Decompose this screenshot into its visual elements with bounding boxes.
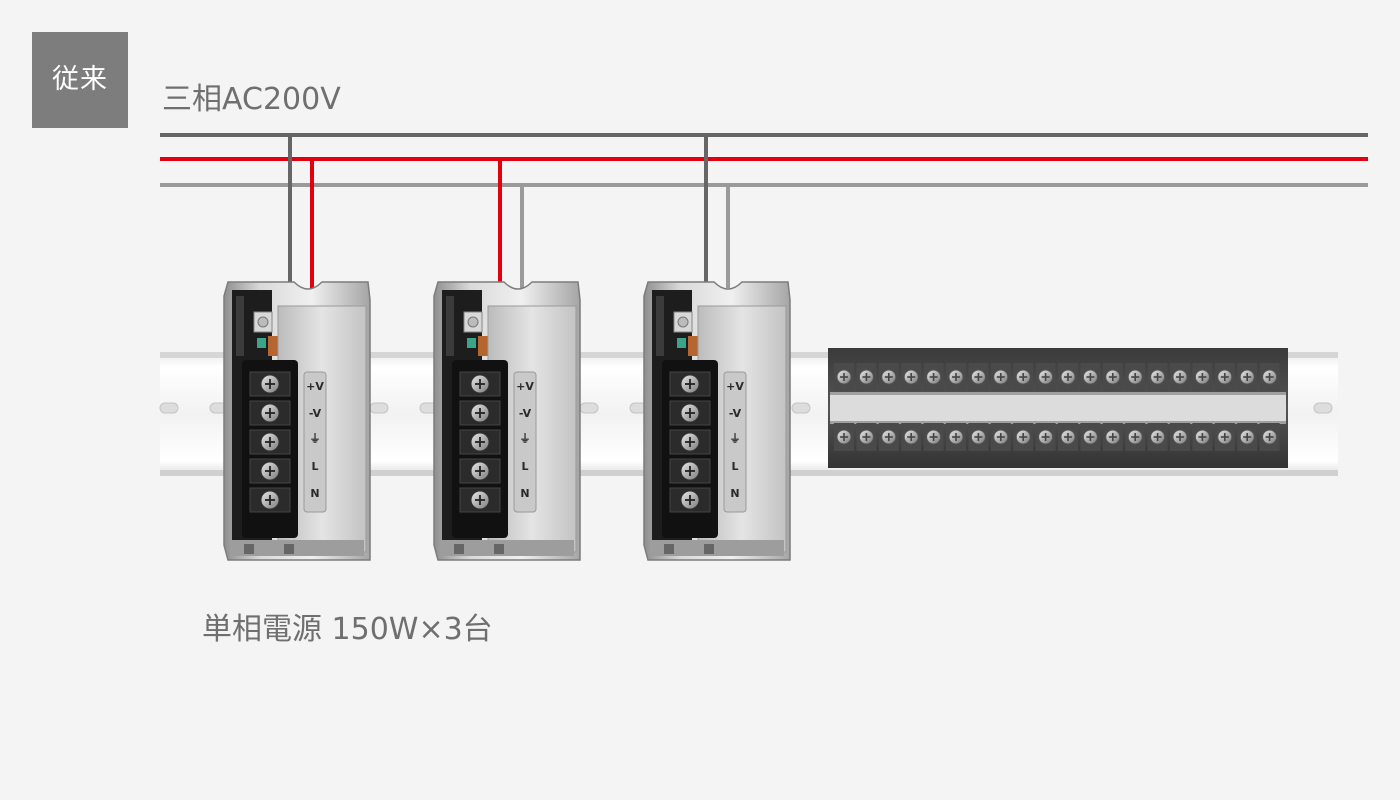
terminal-screw bbox=[1058, 363, 1078, 391]
terminal-screw bbox=[990, 423, 1011, 451]
psu-terminal-label: -V bbox=[729, 407, 742, 420]
psu-terminal-screw bbox=[459, 487, 501, 513]
psu-terminal-screw bbox=[459, 429, 501, 455]
terminal-screw bbox=[946, 363, 966, 391]
terminal-screw bbox=[1102, 363, 1123, 391]
terminal-screw bbox=[1170, 423, 1190, 451]
terminal-screw bbox=[856, 363, 877, 391]
terminal-screw bbox=[990, 363, 1011, 391]
psu-terminal-label: +V bbox=[516, 380, 534, 393]
terminal-screw bbox=[1237, 363, 1258, 391]
psu-terminal-screw bbox=[669, 458, 711, 484]
three-phase-supply-label: 三相AC200V bbox=[162, 82, 341, 117]
power-supply-units: +V -V ⏚ L N +V -V ⏚ L N +V -V ⏚ L N bbox=[223, 281, 791, 561]
psu-terminal-screw bbox=[249, 487, 291, 513]
psu-terminal-label: N bbox=[520, 487, 529, 500]
power-supply-unit: +V -V ⏚ L N bbox=[433, 281, 581, 561]
terminal-screw bbox=[1237, 423, 1258, 451]
rail-slot bbox=[369, 402, 389, 414]
terminal-screw bbox=[1192, 423, 1213, 451]
terminal-screw bbox=[1147, 363, 1168, 391]
psu-terminal-label: ⏚ bbox=[310, 432, 321, 445]
terminal-screw bbox=[1102, 423, 1123, 451]
terminal-screw bbox=[1125, 423, 1146, 451]
single-phase-psu-caption: 単相電源 150W×3台 bbox=[202, 612, 493, 647]
terminal-screw bbox=[1080, 423, 1101, 451]
terminal-screw bbox=[1035, 423, 1056, 451]
psu-terminal-screw bbox=[459, 400, 501, 426]
psu-terminal-label: ⏚ bbox=[520, 432, 531, 445]
psu-terminal-screw bbox=[669, 487, 711, 513]
power-supply-unit: +V -V ⏚ L N bbox=[223, 281, 371, 561]
psu-terminal-label: +V bbox=[726, 380, 744, 393]
terminal-screw bbox=[1192, 363, 1213, 391]
rail-slot bbox=[791, 402, 811, 414]
psu-terminal-label: N bbox=[730, 487, 739, 500]
terminal-screw bbox=[946, 423, 966, 451]
psu-terminal-label: L bbox=[731, 460, 738, 473]
terminal-screw bbox=[1259, 363, 1280, 391]
psu-terminal-label: -V bbox=[309, 407, 322, 420]
psu-terminal-label: -V bbox=[519, 407, 532, 420]
terminal-screw bbox=[834, 423, 854, 451]
terminal-screw bbox=[1170, 363, 1190, 391]
terminal-screw bbox=[1013, 423, 1034, 451]
terminal-block bbox=[828, 348, 1288, 468]
terminal-screw bbox=[968, 363, 989, 391]
terminal-screw bbox=[1125, 363, 1146, 391]
psu-terminal-label: N bbox=[310, 487, 319, 500]
drop-wires bbox=[288, 135, 730, 288]
psu-terminal-label: L bbox=[311, 460, 318, 473]
power-supply-unit: +V -V ⏚ L N bbox=[643, 281, 791, 561]
terminal-screw bbox=[923, 423, 944, 451]
psu-terminal-label: ⏚ bbox=[730, 432, 741, 445]
psu-terminal-label: +V bbox=[306, 380, 324, 393]
terminal-screw bbox=[1147, 423, 1168, 451]
psu-terminal-screw bbox=[249, 371, 291, 397]
terminal-screw bbox=[901, 423, 922, 451]
conventional-badge: 従来 bbox=[32, 32, 128, 128]
terminal-screw bbox=[856, 423, 877, 451]
terminal-screw bbox=[1080, 363, 1101, 391]
terminal-screw bbox=[1013, 363, 1034, 391]
rail-slot bbox=[1313, 402, 1333, 414]
rail-slot bbox=[579, 402, 599, 414]
three-phase-bus bbox=[160, 133, 1368, 187]
psu-terminal-screw bbox=[669, 400, 711, 426]
terminal-screw bbox=[1058, 423, 1078, 451]
terminal-screw bbox=[1214, 363, 1235, 391]
psu-terminal-screw bbox=[669, 371, 711, 397]
psu-terminal-screw bbox=[459, 458, 501, 484]
terminal-screw bbox=[1035, 363, 1056, 391]
psu-terminal-screw bbox=[249, 458, 291, 484]
psu-terminal-screw bbox=[459, 371, 501, 397]
terminal-screw bbox=[968, 423, 989, 451]
terminal-screw bbox=[923, 363, 944, 391]
psu-terminal-screw bbox=[249, 429, 291, 455]
terminal-screw bbox=[1214, 423, 1235, 451]
terminal-screw bbox=[834, 363, 854, 391]
terminal-screw bbox=[1259, 423, 1280, 451]
psu-terminal-label: L bbox=[521, 460, 528, 473]
terminal-screw bbox=[878, 363, 899, 391]
psu-terminal-screw bbox=[249, 400, 291, 426]
terminal-screw bbox=[901, 363, 922, 391]
rail-slot bbox=[159, 402, 179, 414]
terminal-screw bbox=[878, 423, 899, 451]
psu-terminal-screw bbox=[669, 429, 711, 455]
